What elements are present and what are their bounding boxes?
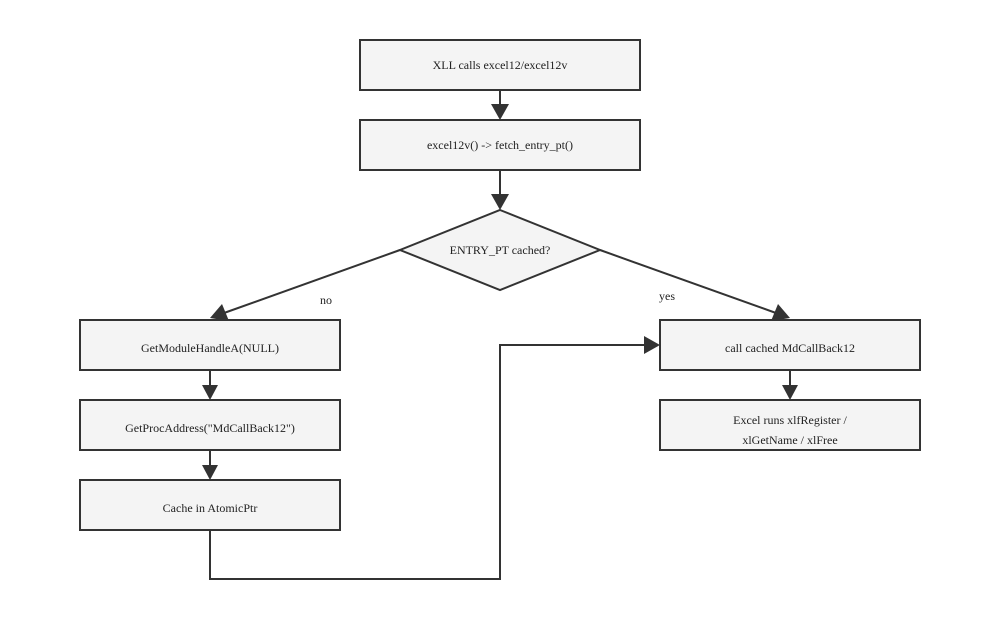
node-excel-runs-label-line1: Excel runs xlfRegister /	[733, 413, 847, 427]
arrowhead-decision	[491, 194, 509, 210]
node-fetch-entry: excel12v() -> fetch_entry_pt()	[359, 119, 641, 171]
decision-label: ENTRY_PT cached?	[450, 243, 551, 257]
node-excel-runs-label-line2: xlGetName / xlFree	[742, 433, 837, 447]
node-call-cached-label: call cached MdCallBack12	[725, 341, 855, 355]
node-call-cached: call cached MdCallBack12	[659, 319, 921, 371]
node-get-module-handle-label: GetModuleHandleA(NULL)	[141, 341, 279, 355]
arrowhead-cache	[202, 465, 218, 480]
node-get-proc-address-label: GetProcAddress("MdCallBack12")	[125, 421, 295, 435]
node-get-module-handle: GetModuleHandleA(NULL)	[79, 319, 341, 371]
arrowhead-call	[644, 336, 660, 354]
arrowhead-yes	[771, 304, 790, 321]
node-excel-runs: Excel runs xlfRegister / xlGetName / xlF…	[659, 399, 921, 451]
arrowhead-excel	[782, 385, 798, 400]
node-get-proc-address: GetProcAddress("MdCallBack12")	[79, 399, 341, 451]
edge-decision-yes	[599, 249, 777, 314]
edge-decision-no	[223, 249, 401, 314]
edges	[202, 90, 798, 580]
node-xll-calls-label: XLL calls excel12/excel12v	[433, 58, 568, 72]
node-xll-calls: XLL calls excel12/excel12v	[359, 39, 641, 91]
decision-entry-pt-cached: ENTRY_PT cached?	[397, 208, 603, 292]
arrowhead-no	[210, 304, 229, 321]
node-cache-atomicptr-label: Cache in AtomicPtr	[163, 501, 258, 515]
node-fetch-entry-label: excel12v() -> fetch_entry_pt()	[427, 138, 573, 152]
edge-cache-to-call	[209, 344, 645, 580]
edge-label-no: no	[320, 293, 332, 307]
edge-label-yes: yes	[659, 289, 675, 303]
node-cache-atomicptr: Cache in AtomicPtr	[79, 479, 341, 531]
arrowhead-proc	[202, 385, 218, 400]
arrowhead-fetch	[491, 104, 509, 120]
